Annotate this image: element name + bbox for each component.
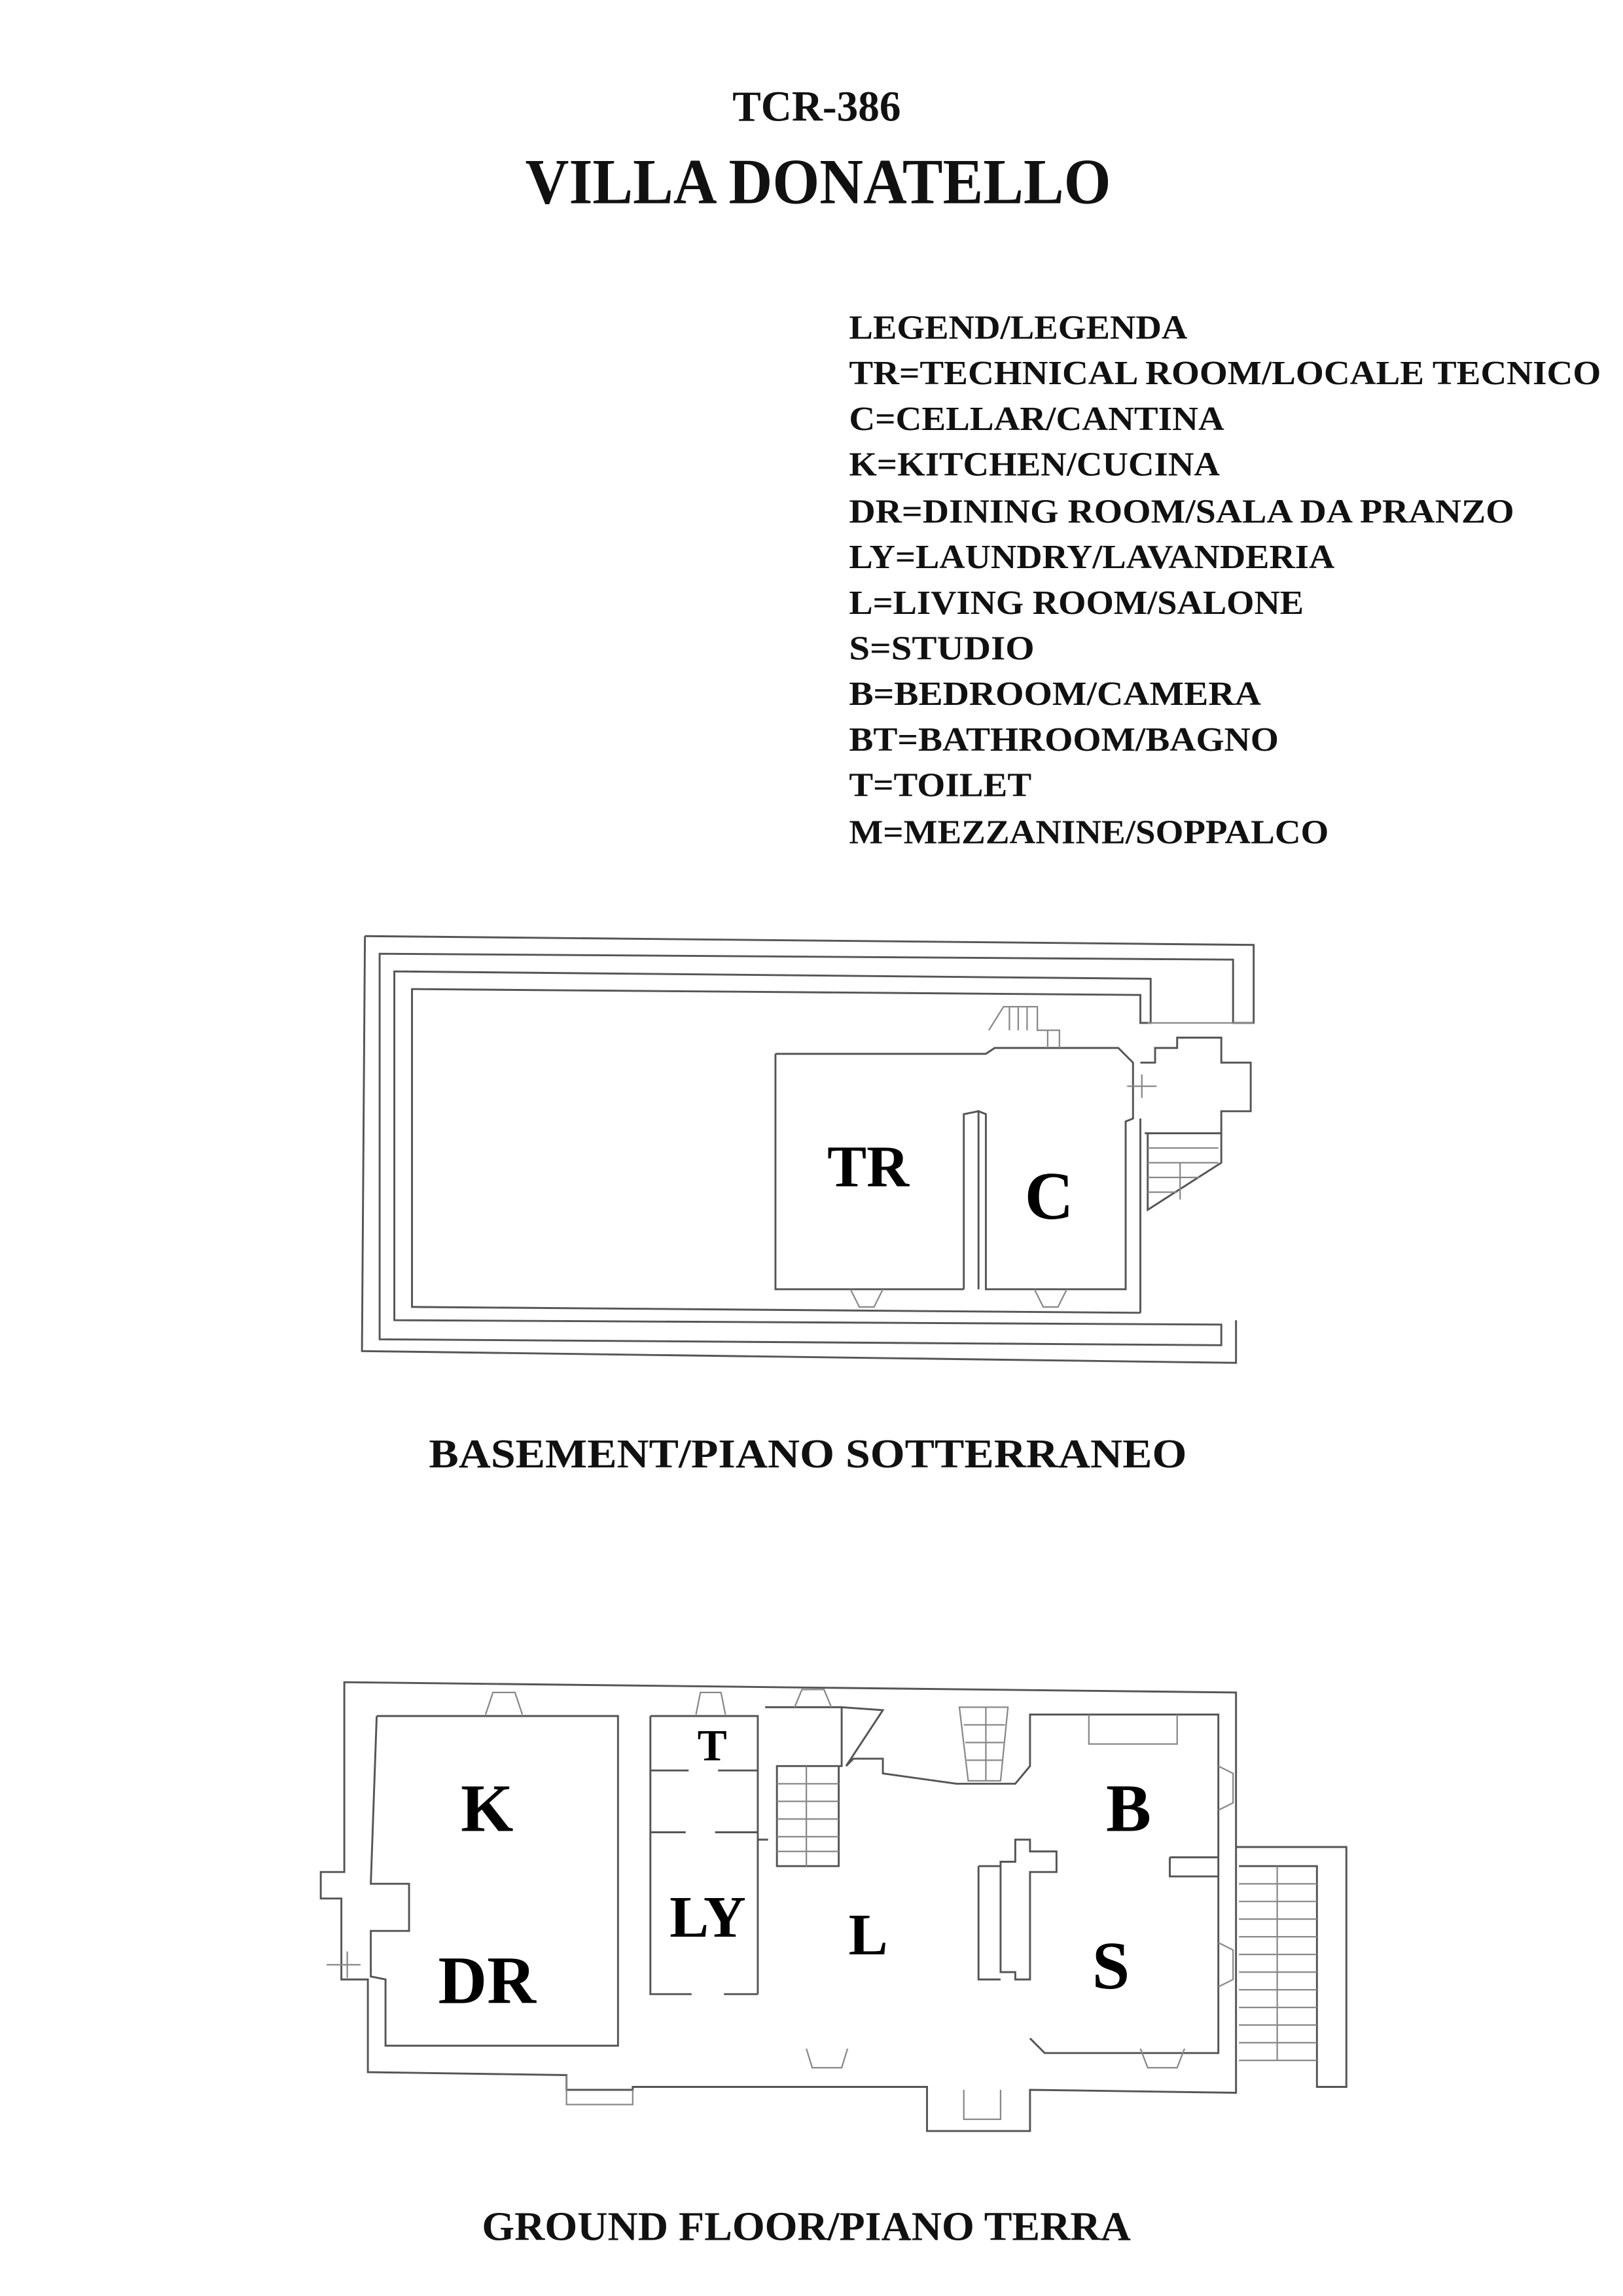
legend-item: DR=DINING ROOM/SALA DA PRANZO <box>849 493 1514 530</box>
basement-plan: TR C <box>361 935 1255 1364</box>
legend-item: S=STUDIO <box>849 630 1034 668</box>
legend-item: C=CELLAR/CANTINA <box>849 401 1224 438</box>
ground-floor-plan: T K B LY L S DR <box>319 1681 1347 2132</box>
room-label-dining-room: DR <box>438 1943 537 2018</box>
property-title: VILLA DONATELLO <box>526 147 1111 218</box>
room-label-laundry: LY <box>669 1885 746 1950</box>
room-label-kitchen: K <box>461 1771 513 1846</box>
room-label-bedroom: B <box>1106 1771 1151 1846</box>
ground-floor-caption: GROUND FLOOR/PIANO TERRA <box>482 2203 1131 2249</box>
legend-item: TR=TECHNICAL ROOM/LOCALE TECNICO <box>849 355 1601 392</box>
legend-item: M=MEZZANINE/SOPPALCO <box>849 814 1329 852</box>
legend-item: BT=BATHROOM/BAGNO <box>849 721 1279 759</box>
room-label-toilet: T <box>698 1721 727 1770</box>
property-code: TCR-386 <box>732 84 901 131</box>
basement-caption: BASEMENT/PIANO SOTTERRANEO <box>429 1431 1186 1477</box>
legend-item: B=BEDROOM/CAMERA <box>849 675 1261 713</box>
room-label-cellar: C <box>1025 1159 1074 1234</box>
legend-heading: LEGEND/LEGENDA <box>849 309 1187 346</box>
legend-item: LY=LAUNDRY/LAVANDERIA <box>849 539 1334 576</box>
room-label-studio: S <box>1092 1929 1130 2003</box>
legend: LEGEND/LEGENDA TR=TECHNICAL ROOM/LOCALE … <box>849 309 1601 851</box>
legend-item: T=TOILET <box>849 767 1031 804</box>
room-label-living-room: L <box>849 1903 888 1967</box>
room-label-technical-room: TR <box>827 1134 910 1199</box>
legend-item: K=KITCHEN/CUCINA <box>849 446 1220 483</box>
legend-item: L=LIVING ROOM/SALONE <box>849 584 1304 622</box>
